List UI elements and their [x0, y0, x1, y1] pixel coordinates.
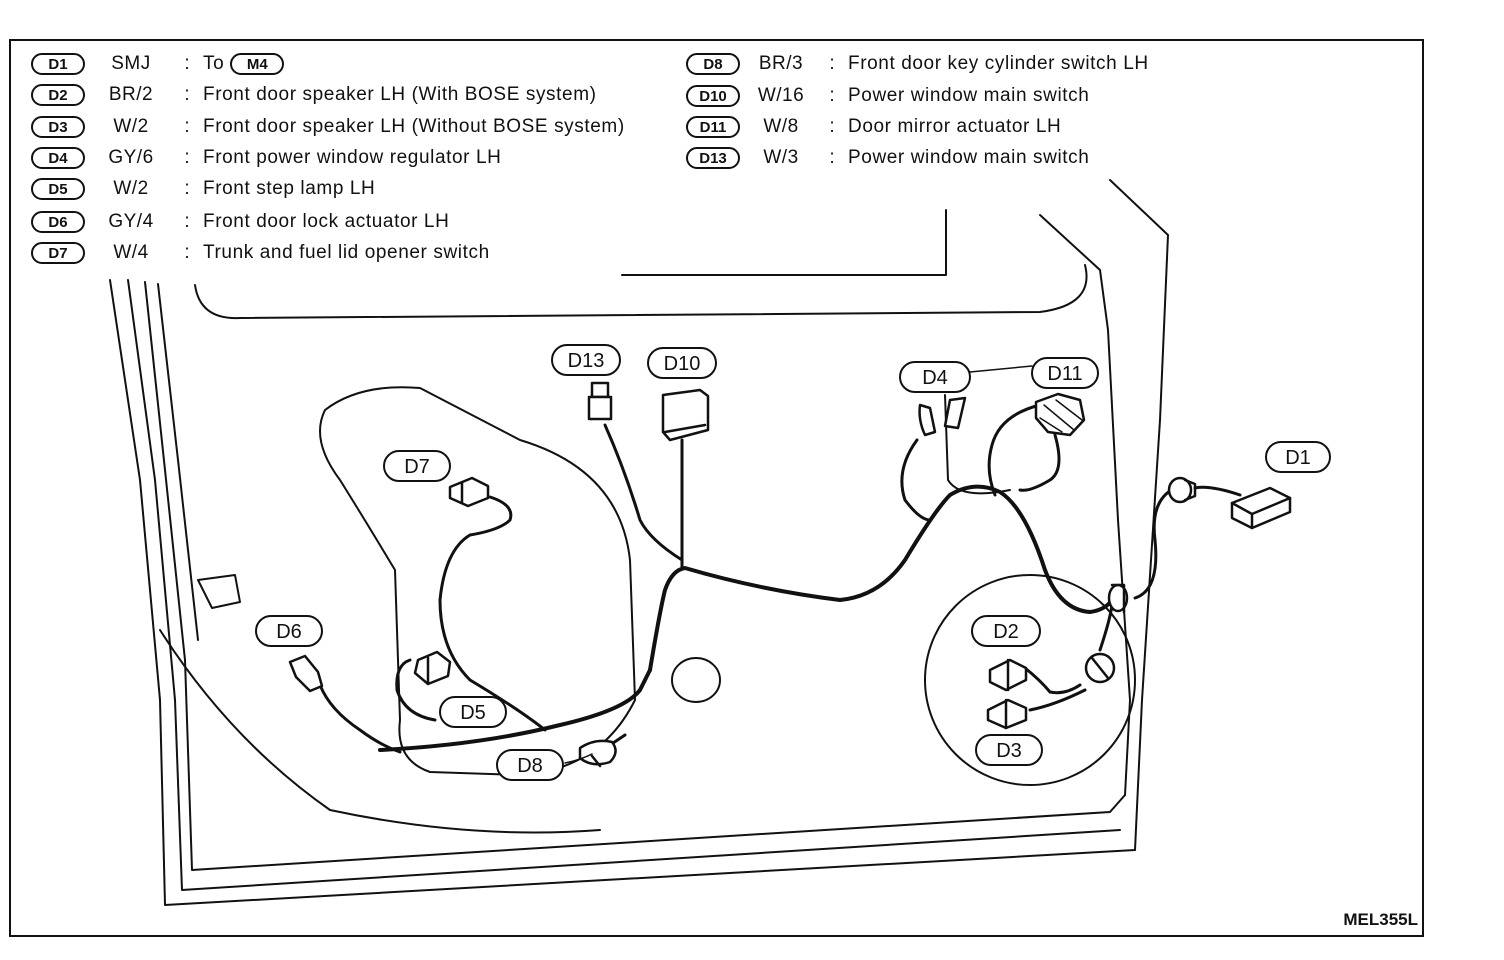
svg-text:D11: D11 — [1047, 363, 1082, 385]
callout-d7: D7 — [383, 450, 451, 482]
svg-text:D7: D7 — [404, 456, 430, 478]
connector-code: W/3 — [763, 147, 799, 168]
svg-text:D13: D13 — [568, 350, 605, 372]
separator: : — [184, 116, 190, 137]
callout-d11: D11 — [1031, 357, 1099, 389]
connector-badge: D10 — [686, 85, 740, 107]
connector-badge: D8 — [686, 53, 740, 75]
svg-text:D2: D2 — [993, 621, 1019, 643]
legend-row-d4: D4 GY/6 : Front power window regulator L… — [31, 144, 501, 172]
connector-badge: D7 — [31, 242, 85, 264]
connector-badge: D2 — [31, 84, 85, 106]
connector-badge: D5 — [31, 178, 85, 200]
separator: : — [184, 84, 190, 105]
callout-d5: D5 — [439, 696, 507, 728]
separator: : — [829, 147, 835, 168]
connector-description: To — [203, 53, 225, 74]
connector-description: Door mirror actuator LH — [848, 116, 1062, 137]
connector-badge: D3 — [31, 116, 85, 138]
connector-description: Trunk and fuel lid opener switch — [203, 242, 490, 263]
separator: : — [184, 53, 190, 74]
legend-row-d1: D1 SMJ : To M4 — [31, 50, 285, 78]
connector-code: BR/3 — [758, 53, 804, 74]
connector-description: Power window main switch — [848, 147, 1090, 168]
callout-d3: D3 — [975, 734, 1043, 766]
callout-d4: D4 — [899, 361, 971, 393]
svg-text:D4: D4 — [922, 367, 948, 389]
connector-description: Front power window regulator LH — [203, 147, 502, 168]
door-panel-outline — [109, 179, 1169, 906]
separator: : — [184, 147, 190, 168]
legend-row-d11: D11 W/8 : Door mirror actuator LH — [686, 113, 1061, 141]
connector-badge: D4 — [31, 147, 85, 169]
callout-d1: D1 — [1265, 441, 1331, 473]
figure-reference-code: MEL355L — [1343, 910, 1418, 929]
diagram-frame — [9, 39, 1424, 937]
connector-description: Front door key cylinder switch LH — [848, 53, 1149, 74]
connector-code: BR/2 — [108, 84, 154, 105]
connector-code: W/2 — [113, 116, 149, 137]
svg-text:D10: D10 — [664, 353, 701, 375]
connector-badge: D6 — [31, 211, 85, 233]
connector-description: Power window main switch — [848, 85, 1090, 106]
connector-code: GY/4 — [108, 211, 154, 232]
svg-text:D5: D5 — [460, 702, 486, 724]
connector-description: Front door speaker LH (Without BOSE syst… — [203, 116, 625, 137]
callout-d6: D6 — [255, 615, 323, 647]
callout-d8: D8 — [496, 749, 564, 781]
legend-row-d7: D7 W/4 : Trunk and fuel lid opener switc… — [31, 239, 490, 267]
legend-row-d5: D5 W/2 : Front step lamp LH — [31, 175, 375, 203]
legend-row-d13: D13 W/3 : Power window main switch — [686, 144, 1089, 172]
connector-code: W/2 — [113, 178, 149, 199]
legend-row-d6: D6 GY/4 : Front door lock actuator LH — [31, 208, 449, 236]
callouts: D13 D10 D4 D11 D7 D1 D6 D2 — [255, 344, 1331, 781]
leader-lines — [564, 365, 1033, 764]
connector-badge: D1 — [31, 53, 85, 75]
separator: : — [829, 85, 835, 106]
separator: : — [184, 178, 190, 199]
connector-code: SMJ — [111, 53, 151, 74]
legend-row-d10: D10 W/16 : Power window main switch — [686, 82, 1089, 110]
connector-code: W/8 — [763, 116, 799, 137]
connector-code: W/4 — [113, 242, 149, 263]
legend-row-d3: D3 W/2 : Front door speaker LH (Without … — [31, 113, 625, 141]
callout-d10: D10 — [647, 347, 717, 379]
separator: : — [184, 211, 190, 232]
legend-row-d2: D2 BR/2 : Front door speaker LH (With BO… — [31, 81, 597, 109]
separator: : — [829, 116, 835, 137]
svg-text:D8: D8 — [517, 755, 543, 777]
connector-code: W/16 — [757, 85, 805, 106]
connector-bodies — [288, 381, 1292, 768]
svg-text:D6: D6 — [276, 621, 302, 643]
callout-d13: D13 — [551, 344, 621, 376]
wiring-harness — [318, 403, 1242, 754]
separator: : — [184, 242, 190, 263]
svg-text:D1: D1 — [1285, 447, 1311, 469]
connector-description: Front door lock actuator LH — [203, 211, 450, 232]
separator: : — [829, 53, 835, 74]
connector-description: Front step lamp LH — [203, 178, 376, 199]
reference-badge: M4 — [230, 53, 285, 75]
connector-description: Front door speaker LH (With BOSE system) — [203, 84, 597, 105]
legend-row-d8: D8 BR/3 : Front door key cylinder switch… — [686, 50, 1149, 78]
connector-code: GY/6 — [108, 147, 154, 168]
connector-badge: D11 — [686, 116, 740, 138]
connector-badge: D13 — [686, 147, 740, 169]
svg-text:D3: D3 — [996, 740, 1022, 762]
callout-d2: D2 — [971, 615, 1041, 647]
